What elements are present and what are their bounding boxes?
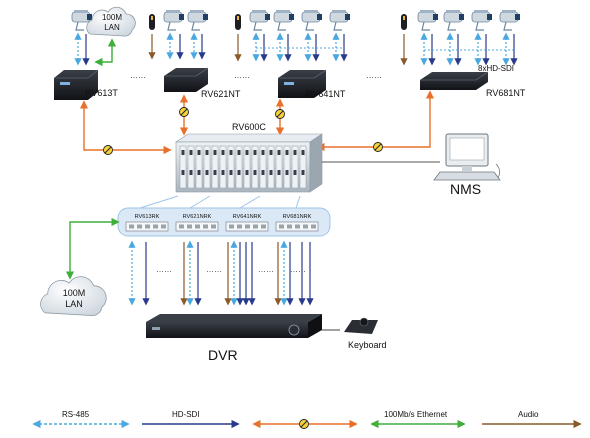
keyboard-label: Keyboard [348,340,387,350]
rv681nt-label: RV681NT [486,88,526,98]
legend-hdsdi-label: HD-SDI [172,410,200,419]
camera-icon [249,10,270,31]
card-rv613rk: RV613RK [125,214,169,232]
card-label: RV621NRK [183,214,212,220]
fiber-optic-icon [275,109,285,119]
card-label: RV613RK [135,214,160,220]
legend-audio-label: Audio [518,410,539,419]
microphone-icon [401,14,407,30]
ellipsis-4: …… [156,265,172,274]
top-lan-label-2: LAN [104,23,120,32]
bottom-lan-cloud: 100M LAN [40,276,107,316]
top-lan-cloud: 100M LAN [86,6,136,37]
dvr-signal-lines [128,240,314,306]
fiber-optic-icon [179,107,189,117]
rack-slot [195,145,203,189]
hdsdi-8x-label: 8xHD-SDI [478,64,514,73]
camera-signal-lines [74,32,518,66]
ellipsis-5: …… [206,265,222,274]
microphone-icon [149,14,155,30]
ellipsis-7: …… [290,265,306,274]
ellipsis-6: …… [258,265,274,274]
card-label: RV641NRK [233,214,262,220]
nms-label: NMS [450,181,481,197]
fiber-optic-icon [103,145,113,155]
rv641nt-label: RV641NT [306,89,346,99]
rv613t-device: RV613T [54,69,118,100]
camera-icon [499,10,520,31]
fiber-optic-icon [103,107,383,155]
rack-slot [251,145,259,189]
bottom-ethernet-link [65,217,120,280]
rack-slot [283,145,291,189]
camera-icon [443,10,464,31]
microphone-icon [235,14,241,30]
camera-icon [71,10,92,31]
rack-slot [259,145,267,189]
rack-slot [203,145,211,189]
camera-icon [417,10,438,31]
ellipsis-1: …… [130,71,146,80]
rack-slot [179,145,187,189]
rack-slot [219,145,227,189]
legend-fiber-icon [299,419,309,429]
fiber-optic-icon [299,419,309,429]
card-rv621nrk: RV621NRK [175,214,219,232]
rack-slot [267,145,275,189]
top-ethernet-link [94,38,117,67]
camera-icon [187,10,208,31]
rv681nt-device: 8xHD-SDI RV681NT [420,64,526,98]
rv600c-label: RV600C [232,122,266,132]
fiber-optic-icon [373,142,383,152]
rack-slot [291,145,299,189]
ellipsis-3: …… [366,71,382,80]
camera-icon [329,10,350,31]
rack-slot [187,145,195,189]
rv621nt-label: RV621NT [201,89,241,99]
camera-icon [471,10,492,31]
card-panel: RV613RK RV621NRK RV641NRK RV681NRK [117,195,331,237]
legend-rs485-label: RS-485 [62,410,90,419]
ellipsis-2: …… [234,71,250,80]
rack-slot [275,145,283,189]
camera-icon [163,10,184,31]
rv621nt-device: RV621NT [164,67,241,99]
camera-icon [273,10,294,31]
keyboard-device: Keyboard [344,317,387,350]
dvr-recorder: DVR [146,314,322,363]
nms-computer: NMS [433,133,501,197]
legend-ethernet-label: 100Mb/s Ethernet [384,410,448,419]
rack-slot [227,145,235,189]
rack-slot [235,145,243,189]
top-lan-label-1: 100M [102,13,122,22]
rack-slot [243,145,251,189]
bottom-lan-label-1: 100M [63,288,86,298]
rack-slot [299,145,307,189]
card-label: RV681NRK [283,214,312,220]
legend: RS-485 HD-SDI 100Mb/s Ethernet Audio [32,410,582,429]
card-rv681nrk: RV681NRK [275,214,319,232]
dvr-label: DVR [208,347,238,363]
camera-group [71,10,520,31]
camera-icon [301,10,322,31]
microphone-group [149,14,407,30]
rv613t-label: RV613T [85,88,118,98]
card-rv641nrk: RV641NRK [225,214,269,232]
rv600c-rack: RV600C [175,122,323,193]
rack-slot [211,145,219,189]
rv641nt-device: RV641NT [278,69,346,99]
bottom-lan-label-2: LAN [65,299,83,309]
